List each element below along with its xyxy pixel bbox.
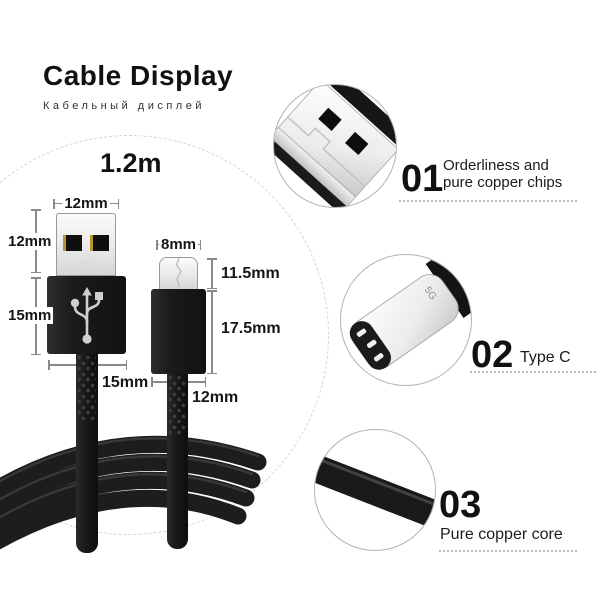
feature-2-text: Type C <box>520 349 571 366</box>
measure-tick <box>207 287 217 289</box>
usb-c-closeup-circle: 5G <box>340 254 472 386</box>
feature-1-text: Orderliness and pure copper chips <box>443 157 562 191</box>
measure-line <box>109 202 118 205</box>
usb-c-body-height-label: 17.5mm <box>219 320 283 338</box>
usb-c-tip-height-measure <box>207 258 217 289</box>
usb-a-metal-shell <box>56 213 116 276</box>
page-title: Cable Display <box>43 60 234 91</box>
cable-core-closeup-circle <box>314 429 436 551</box>
measure-tick <box>117 198 120 209</box>
page-subtitle: Кабельный дисплей <box>43 100 205 112</box>
measure-tick <box>48 359 50 370</box>
measure-line <box>198 243 200 246</box>
usb-c-metal-tip <box>159 257 198 290</box>
usb-c-cable-strain <box>167 374 188 549</box>
measure-tick <box>31 353 41 355</box>
feature-2-divider <box>470 371 596 373</box>
usb-c-tip-seam <box>175 258 182 287</box>
measure-tick <box>125 359 127 370</box>
usb-a-contact-right <box>90 235 109 251</box>
coiled-cable <box>0 435 267 550</box>
usb-trident-icon <box>70 287 103 344</box>
usb-c-body-height-measure <box>207 290 217 374</box>
usb-c-top-width-measure: 8mm <box>156 236 201 253</box>
usb-a-connector-3d <box>274 85 396 207</box>
usb-a-bottom-width-label: 15mm <box>100 374 151 392</box>
feature-1-line1: Orderliness and <box>443 157 549 174</box>
feature-3-divider <box>439 550 577 552</box>
usb-a-top-width-measure: 12mm <box>53 195 120 212</box>
strain-relief-texture <box>78 356 96 420</box>
measure-tick <box>199 239 201 250</box>
feature-3-text: Pure copper core <box>440 526 563 543</box>
strain-relief-texture <box>169 376 186 436</box>
usb-a-cable-strain <box>76 354 98 553</box>
feature-1-divider <box>399 200 577 202</box>
feature-1-line2: pure copper chips <box>443 174 563 191</box>
measure-line <box>54 202 63 205</box>
measure-tick <box>156 239 158 250</box>
measure-tick <box>53 198 55 209</box>
measure-tick <box>151 376 153 387</box>
measure-line <box>211 290 213 374</box>
usb-a-shell-notch <box>79 260 92 267</box>
feature-3-number: 03 <box>439 484 482 526</box>
measure-line <box>157 243 159 246</box>
measure-tick <box>204 376 206 387</box>
usb-c-connector-3d: 5G <box>349 255 471 370</box>
usb-c-body <box>151 289 206 374</box>
usb-c-top-width-label: 8mm <box>158 236 199 253</box>
usb-c-bottom-width-label: 12mm <box>190 389 241 407</box>
feature-1-number: 01 <box>401 158 444 200</box>
usb-a-closeup-circle <box>273 84 397 208</box>
usb-a-body-height-label: 15mm <box>6 307 54 324</box>
usb-a-shell-height-label: 12mm <box>6 233 54 250</box>
measure-tick <box>207 372 217 374</box>
measure-tick <box>31 271 41 273</box>
header: Cable Display Кабельный дисплей <box>43 60 233 112</box>
usb-a-body <box>47 276 126 354</box>
feature-2-number: 02 <box>471 334 514 376</box>
usb-a-contact-left <box>63 235 82 251</box>
usb-c-tip-height-label: 11.5mm <box>219 265 282 283</box>
measure-line <box>211 258 213 289</box>
usb-a-top-width-label: 12mm <box>62 195 110 212</box>
cable-core-3d <box>315 452 435 530</box>
cable-length-label: 1.2m <box>100 148 162 178</box>
